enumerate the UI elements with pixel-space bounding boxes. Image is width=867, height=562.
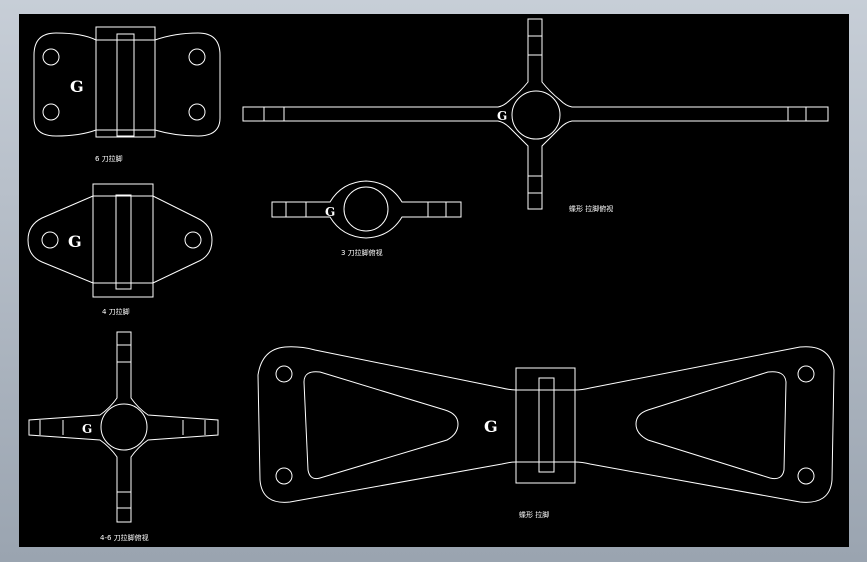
- part-6-center-block: [95, 26, 156, 138]
- butterfly-outline: [257, 346, 835, 503]
- cross-large-logo: G: [497, 109, 507, 123]
- cross-large-label: 蝶形 拉脚俯视: [569, 204, 613, 213]
- butterfly-hole: [275, 365, 293, 383]
- butterfly-hole: [797, 467, 815, 485]
- part-6-outline: [33, 32, 221, 137]
- rod-3-outline: [271, 180, 462, 239]
- part-4-hole: [184, 231, 202, 249]
- part-6-logo: G: [70, 77, 84, 96]
- part-6-hole: [188, 103, 206, 121]
- part-4-outline: [27, 195, 213, 284]
- butterfly-center-block: [515, 367, 576, 484]
- cross-small-logo: G: [82, 422, 92, 436]
- rod-3-label: 3 刀拉脚俯视: [341, 248, 383, 257]
- butterfly-right-cutout: [635, 371, 787, 480]
- rod-3-hub: [343, 186, 389, 232]
- part-6-hole: [42, 103, 60, 121]
- cross-large-outline: [242, 18, 829, 210]
- cross-small-outline: [28, 331, 219, 523]
- part-6-hole: [188, 48, 206, 66]
- cross-large-drawing: G 蝶形 拉脚俯视: [242, 18, 829, 213]
- part-4-hole: [41, 231, 59, 249]
- part-4-slot: [115, 194, 132, 290]
- cross-small-drawing: G 4-6 刀拉脚俯视: [28, 331, 219, 542]
- part-6-drawing: G 6 刀拉脚: [33, 26, 221, 163]
- part-4-label: 4 刀拉脚: [102, 307, 130, 316]
- butterfly-hole: [797, 365, 815, 383]
- cross-small-label: 4-6 刀拉脚俯视: [100, 533, 149, 542]
- part-4-center-block: [92, 183, 154, 298]
- part-6-slot: [116, 33, 135, 137]
- rod-3-logo: G: [325, 205, 335, 219]
- butterfly-left-cutout: [303, 371, 459, 480]
- cross-small-hub: [100, 403, 148, 451]
- part-4-drawing: G 4 刀拉脚: [27, 183, 213, 316]
- cross-large-hub: [511, 90, 561, 140]
- part-4-logo: G: [68, 232, 82, 251]
- part-6-label: 6 刀拉脚: [95, 154, 123, 163]
- butterfly-slot: [538, 377, 555, 473]
- butterfly-label: 蝶形 拉脚: [519, 510, 549, 519]
- rod-3-drawing: G 3 刀拉脚俯视: [271, 180, 462, 257]
- butterfly-logo: G: [484, 417, 498, 436]
- butterfly-hole: [275, 467, 293, 485]
- part-6-hole: [42, 48, 60, 66]
- butterfly-drawing: G 蝶形 拉脚: [257, 346, 835, 519]
